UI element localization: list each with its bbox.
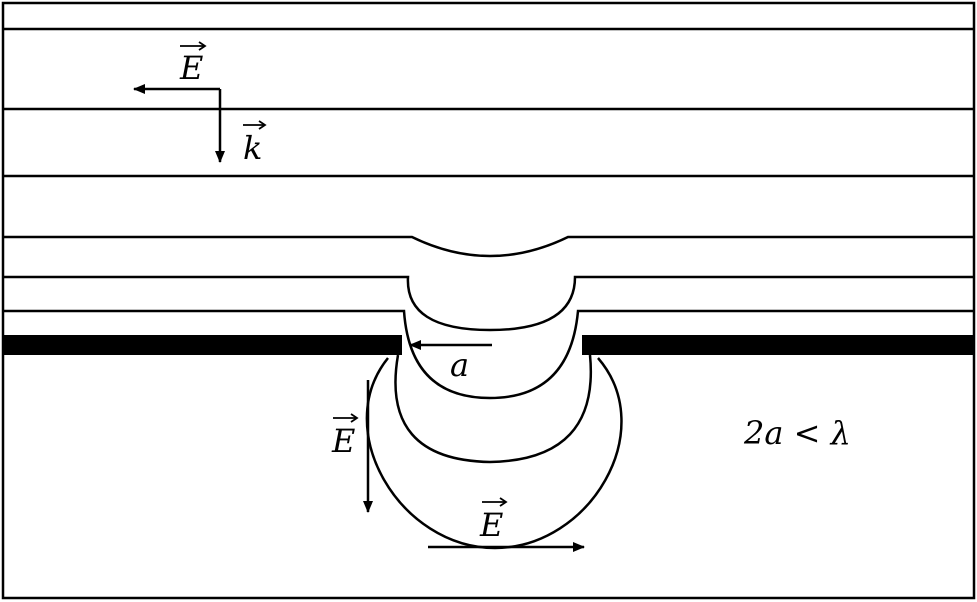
overbar-head-incident-field: [198, 41, 207, 51]
wavefront-curved-2: [3, 275, 974, 332]
aperture-radius-label: a: [450, 346, 469, 384]
screen-right: [582, 335, 974, 355]
screen-left: [3, 335, 402, 355]
vector-overbars: [180, 41, 508, 507]
curved-wavefronts: [3, 235, 974, 400]
wavelength-condition-label: 2a < λ: [743, 414, 851, 452]
wavefront-curved-1: [3, 235, 974, 258]
side-field-label: E: [331, 422, 355, 460]
wave-vector-label: k: [243, 129, 262, 167]
diffracted-wavefront-1: [394, 354, 593, 464]
overbar-head-wave-vector: [258, 120, 267, 130]
bottom-field-label: E: [479, 506, 503, 544]
incident-field-label: E: [179, 49, 203, 87]
overbar-head-bottom-field: [499, 497, 508, 507]
opaque-screen: [3, 335, 974, 355]
plane-wavefronts: [3, 27, 974, 178]
overbar-head-side-field: [350, 413, 359, 423]
